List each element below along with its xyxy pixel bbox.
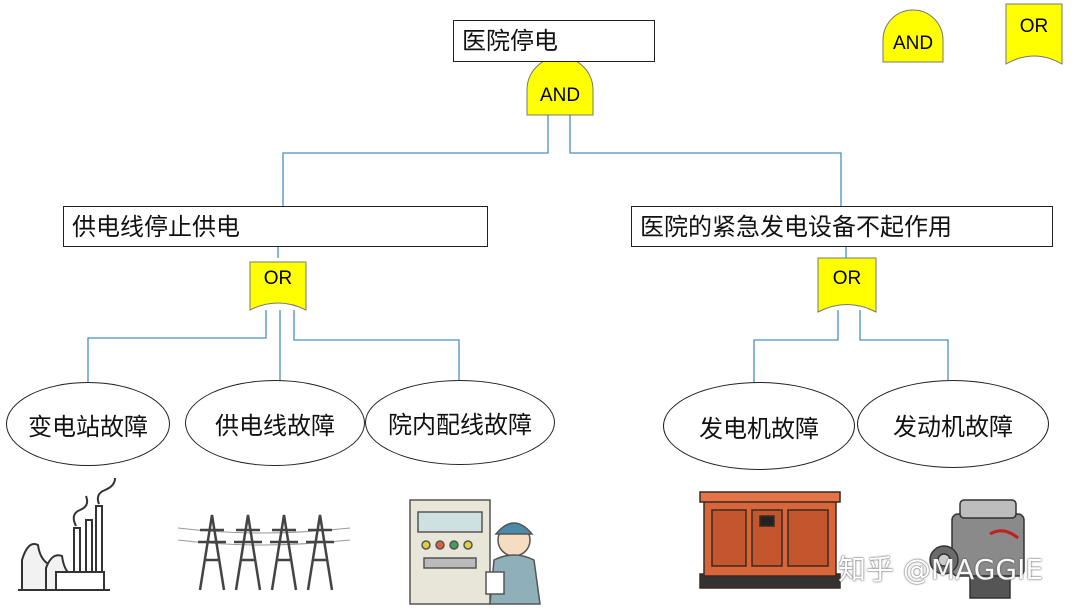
connector-or-left-3 (293, 310, 460, 381)
basic-event-5: 发动机故障 (857, 380, 1049, 468)
mid-event-right-box: 医院的紧急发电设备不起作用 (631, 206, 1053, 247)
basic-event-2: 供电线故障 (185, 380, 365, 466)
watermark: 知乎 @MAGGIE (838, 553, 1044, 586)
connector-or-right-2 (859, 310, 949, 380)
or-gate-right-shape (817, 257, 877, 313)
power-plant-icon (18, 477, 116, 591)
or-gate-left-shape (249, 261, 307, 311)
basic-event-2-label: 供电线故障 (215, 411, 335, 440)
connector-or-right-1 (753, 310, 839, 383)
connector-top-right (569, 115, 842, 206)
mid-event-left-box: 供电线停止供电 (63, 206, 488, 247)
top-event-label: 医院停电 (462, 27, 558, 55)
engine-icon (929, 499, 1025, 599)
mid-event-right-label: 医院的紧急发电设备不起作用 (640, 212, 952, 241)
and-gate-legend-shape (882, 9, 944, 63)
mid-event-left-label: 供电线停止供电 (72, 212, 240, 241)
connector-top-left (282, 115, 549, 206)
connector-or-left-1 (87, 310, 267, 390)
basic-event-1-label: 变电站故障 (28, 412, 148, 441)
basic-event-3-label: 院内配线故障 (388, 411, 532, 439)
and-gate-top-shape (526, 56, 594, 116)
basic-event-5-label: 发动机故障 (893, 412, 1013, 441)
basic-event-3: 院内配线故障 (365, 380, 555, 465)
generator-icon (699, 491, 841, 589)
transmission-towers-icon (177, 514, 351, 591)
basic-event-4-label: 发电机故障 (699, 414, 819, 443)
basic-event-1: 变电站故障 (6, 382, 170, 466)
control-panel-worker-icon (409, 499, 541, 605)
basic-event-4: 发电机故障 (663, 382, 855, 470)
top-event-box: 医院停电 (453, 20, 655, 62)
or-gate-legend-shape (1005, 3, 1063, 65)
